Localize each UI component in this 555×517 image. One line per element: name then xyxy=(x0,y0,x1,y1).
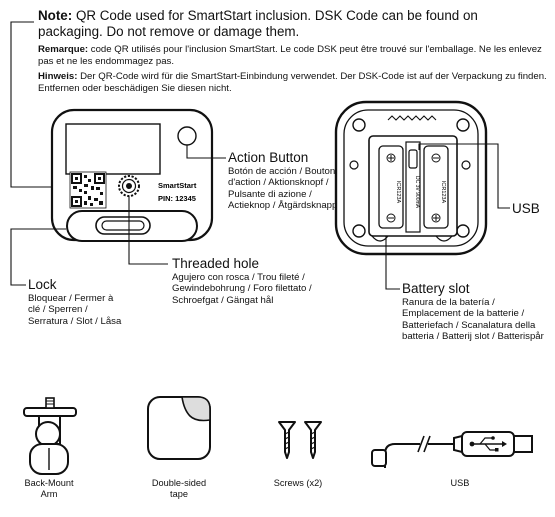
action-button-leader xyxy=(186,145,226,159)
qr-code-icon xyxy=(69,171,107,209)
battery-spec-text: DC 3V 900mA xyxy=(414,176,420,209)
device-brand-text: SmartStart xyxy=(158,181,197,190)
accessory-caption-arm: Back-Mount Arm xyxy=(24,478,74,499)
note-de-text: Der QR-Code wird für die SmartStart-Einb… xyxy=(38,71,547,95)
screw-hole-bottom-left xyxy=(352,224,366,238)
device-label-area xyxy=(65,123,161,175)
usb-leader xyxy=(418,143,510,209)
usb-port-icon xyxy=(408,149,418,169)
lock-title: Lock xyxy=(28,277,57,292)
usb-cable-icon xyxy=(371,431,533,468)
device-back: ICR123A DC 3V 900mA ICR123A xyxy=(334,100,488,256)
battery-right xyxy=(423,145,449,229)
note-title: Note: xyxy=(38,8,73,23)
screws-icon xyxy=(278,421,322,459)
device-pin-text: PIN: 12345 xyxy=(158,194,196,203)
threaded-hole-icon xyxy=(118,175,140,197)
note-leader-line xyxy=(10,21,66,188)
lock-leader xyxy=(10,228,66,286)
battery-left-text: ICR123A xyxy=(395,181,401,204)
lock-slider-knob xyxy=(95,216,151,235)
action-button-icon xyxy=(177,126,197,146)
threaded-hole-title: Threaded hole xyxy=(172,256,260,271)
note-fr: Remarque: code QR utilisés pour l'inclus… xyxy=(38,44,548,69)
accessory-caption-tape: Double-sided tape xyxy=(151,478,207,499)
screw-hole-bottom-right xyxy=(456,224,470,238)
battery-slot-title: Battery slot xyxy=(402,281,470,296)
double-sided-tape-icon xyxy=(147,396,211,460)
action-button-translations: Botón de acción / Bouton d'action / Akti… xyxy=(228,166,338,211)
screw-hole-top-right xyxy=(456,118,470,132)
battery-slot-translations: Ranura de la batería / Emplacement de la… xyxy=(402,297,544,342)
battery-right-text: ICR123A xyxy=(440,181,446,204)
threaded-hole-leader xyxy=(128,196,168,265)
back-mount-arm-icon xyxy=(23,397,77,475)
lock-translations: Bloquear / Fermer à clé / Sperren / Serr… xyxy=(28,293,122,327)
device-front: SmartStart PIN: 12345 xyxy=(50,108,214,242)
note-fr-text: code QR utilisés pour l'inclusion SmartS… xyxy=(38,44,542,68)
battery-left xyxy=(378,145,404,229)
accessory-caption-usb: USB xyxy=(450,478,470,488)
note-de: Hinweis: Der QR-Code wird für die SmartS… xyxy=(38,71,548,96)
threaded-hole-translations: Agujero con rosca / Trou fileté / Gewind… xyxy=(172,272,312,306)
note-text: QR Code used for SmartStart inclusion. D… xyxy=(38,8,478,40)
battery-slot-leader xyxy=(385,236,400,290)
note-de-title: Hinweis: xyxy=(38,71,78,82)
screw-hole-top-left xyxy=(352,118,366,132)
action-button-title: Action Button xyxy=(228,150,309,165)
note-fr-title: Remarque: xyxy=(38,44,89,55)
usb-label: USB xyxy=(512,201,540,216)
accessory-caption-screws: Screws (x2) xyxy=(273,478,323,488)
note-main: Note: QR Code used for SmartStart inclus… xyxy=(38,8,538,40)
